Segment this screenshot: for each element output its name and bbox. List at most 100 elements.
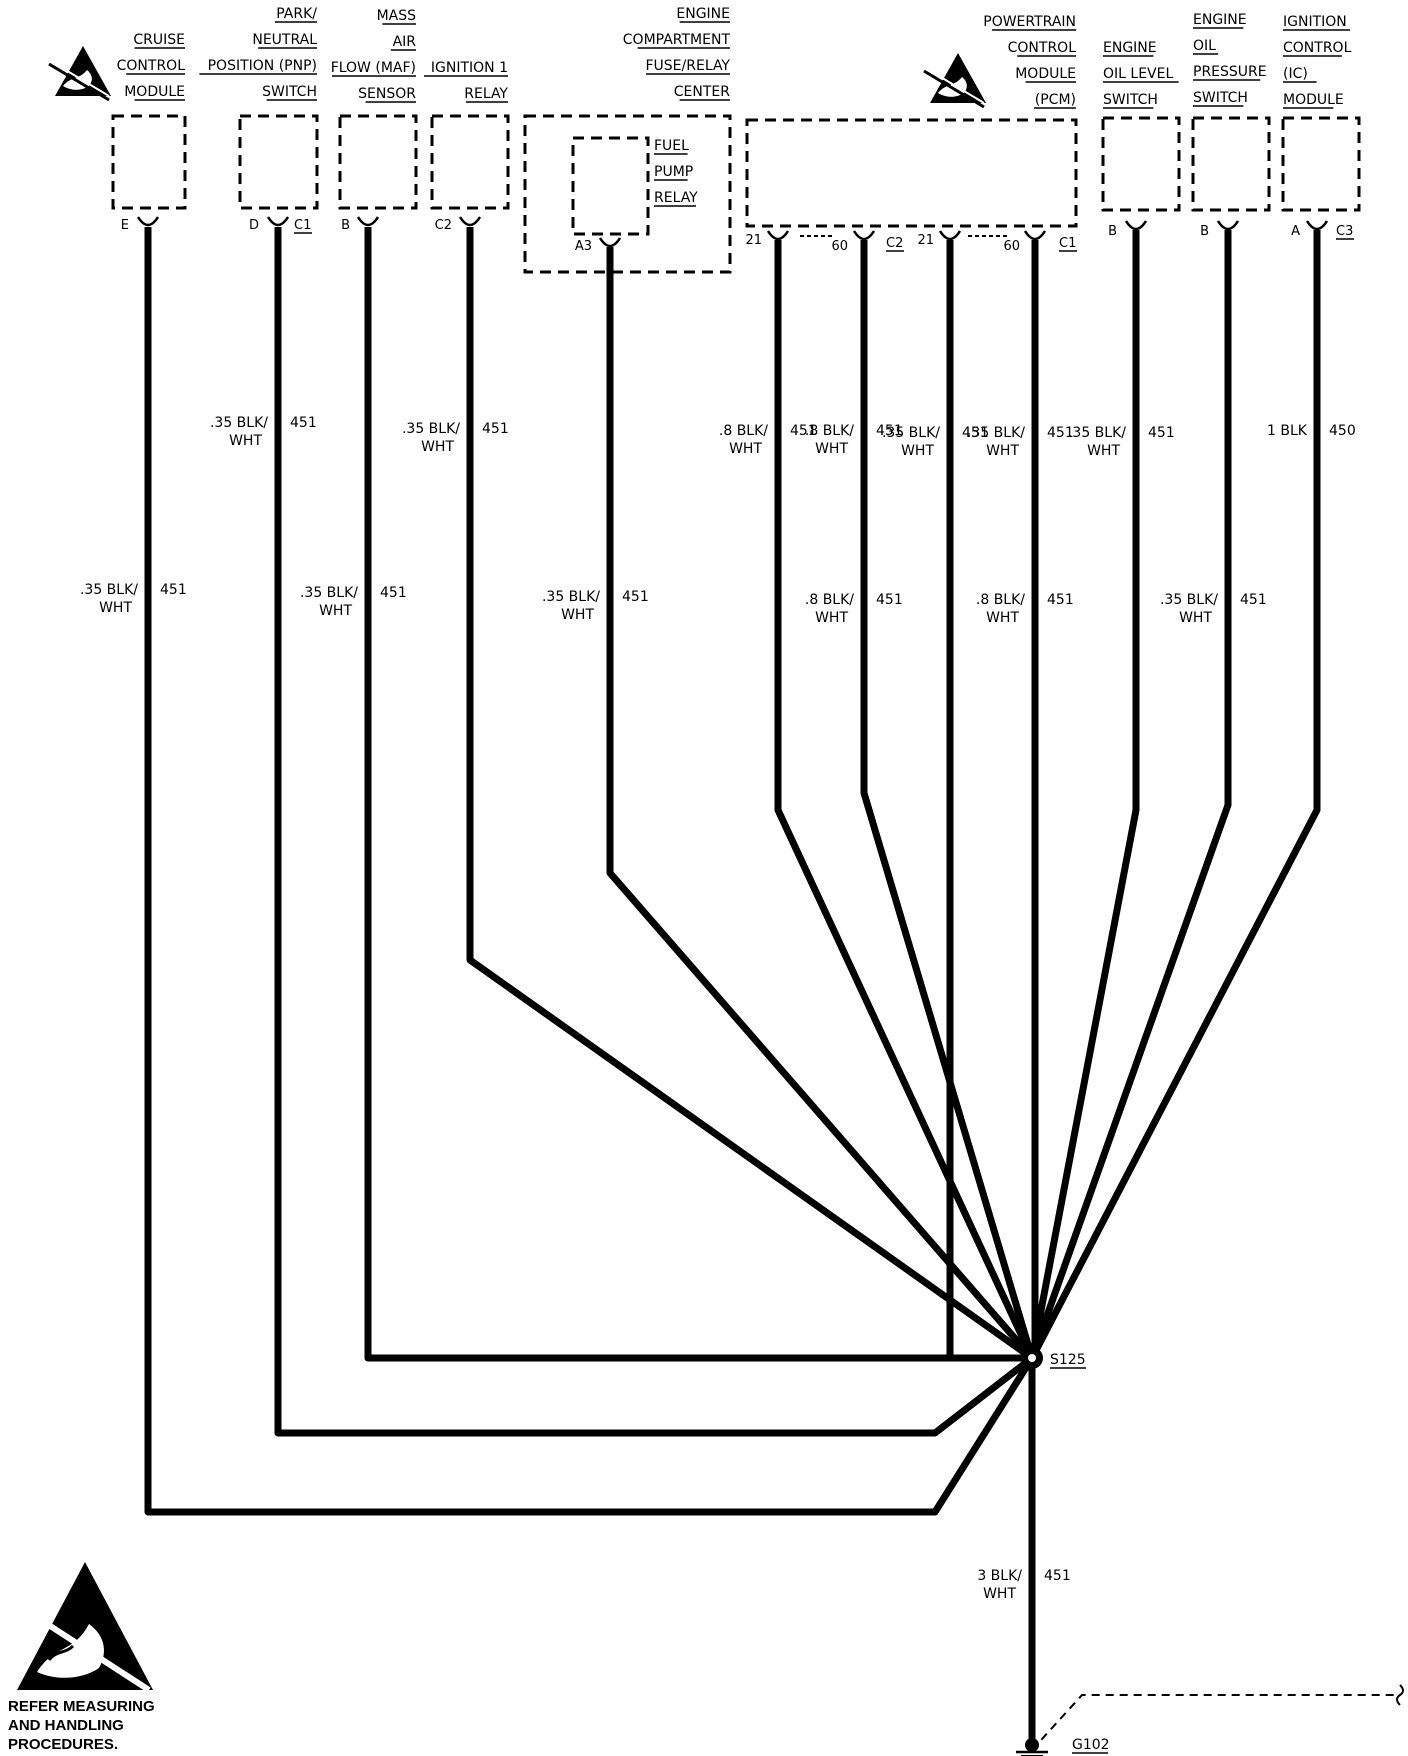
wire-color-label: WHT (729, 441, 762, 457)
esd-warning-icon (5, 1562, 153, 1693)
component-label-fuel-pump: FUEL (654, 138, 689, 154)
wire-color-label: WHT (901, 443, 934, 459)
maf-sensor-box (338, 114, 418, 210)
wire-gauge-label: .35 BLK/ (1160, 592, 1218, 608)
component-label-fuse_center: ENGINE (676, 6, 730, 22)
component-label-maf: SENSOR (358, 86, 416, 102)
connector-arc (266, 216, 290, 227)
component-label-pnp: PARK/ (276, 6, 317, 22)
wire-circuit-label: 450 (1329, 423, 1356, 439)
pin-label: C2 (435, 218, 452, 233)
esd-warning-icon (923, 53, 986, 109)
component-label-oil_press: SWITCH (1193, 90, 1248, 106)
icm-box (1281, 116, 1361, 212)
wire-circuit-label: 451 (1240, 592, 1267, 608)
wire-pcm-21a (774, 240, 1036, 1360)
wire-color-label: WHT (1087, 443, 1120, 459)
esd-note: REFER MEASURING AND HANDLING PROCEDURES. (8, 1697, 155, 1754)
wire-gauge-label: .35 BLK/ (882, 425, 940, 441)
component-label-oil_press: OIL (1193, 38, 1216, 54)
component-label-pcm: MODULE (1015, 66, 1076, 82)
pin-label: B (341, 218, 350, 233)
component-labels: CRUISECONTROLMODULEPARK/NEUTRALPOSITION … (117, 6, 1352, 207)
wire-gauge-label: .35 BLK/ (80, 582, 138, 598)
wire-circuit-label: 451 (1044, 1568, 1071, 1584)
pcm-box (745, 118, 1078, 228)
wire-circuit-label: 451 (790, 423, 817, 439)
wire-color-label: WHT (319, 603, 352, 619)
connector-arc (1305, 220, 1329, 231)
ground-symbol-icon (1016, 1738, 1048, 1756)
pin-label: E (121, 218, 129, 233)
component-label-cruise: CONTROL (117, 58, 186, 74)
component-label-oil_level: OIL LEVEL (1103, 66, 1173, 82)
wire-icm (1028, 230, 1321, 1360)
wire-gauge-label: .8 BLK/ (805, 423, 854, 439)
oil-pressure-switch-box (1191, 116, 1271, 212)
wire-fuel-pump (606, 247, 1035, 1361)
wire-gauge-label: .35 BLK/ (210, 415, 268, 431)
ground-shield-line (1031, 1694, 1396, 1751)
wire-color-label: WHT (815, 610, 848, 626)
connector-arc (356, 216, 380, 227)
wire-circuit-label: 451 (160, 582, 187, 598)
connector-arc (852, 230, 876, 241)
component-label-pnp: POSITION (PNP) (208, 58, 317, 74)
wire-color-label: WHT (815, 441, 848, 457)
pin-label: 21 (745, 233, 762, 248)
component-label-cruise: MODULE (124, 84, 185, 100)
pnp-switch-box (238, 114, 319, 210)
wire-ign1 (466, 227, 1035, 1361)
wire-color-label: WHT (561, 607, 594, 623)
wire-circuit-label: 451 (876, 592, 903, 608)
wire-pcm-60a (860, 240, 1036, 1359)
wire-color-label: WHT (229, 433, 262, 449)
esd-note-line: AND HANDLING (8, 1717, 124, 1734)
wire-maf (364, 227, 1032, 1362)
component-label-fuel-pump: RELAY (654, 190, 698, 206)
wire-color-label: WHT (1179, 610, 1212, 626)
component-label-oil_level: SWITCH (1103, 92, 1158, 108)
ignition-1-relay-box (430, 114, 510, 210)
esd-note-line: PROCEDURES. (8, 1736, 119, 1753)
wire-circuit-label: 451 (622, 589, 649, 605)
connector-arc (1216, 220, 1240, 231)
splice-dot-icon (1021, 1347, 1043, 1369)
fuel-pump-relay-box (571, 136, 650, 236)
component-label-icm: IGNITION (1283, 14, 1347, 30)
component-label-maf: MASS (377, 8, 417, 24)
pin-label: 60 (831, 239, 848, 254)
connector-arc (938, 230, 962, 241)
wire-circuit-label: 451 (380, 585, 407, 601)
wire-circuit-label: 451 (1148, 425, 1175, 441)
component-label-ign1: IGNITION 1 (431, 60, 508, 76)
component-label-icm: MODULE (1283, 92, 1344, 108)
component-label-oil_press: ENGINE (1193, 12, 1247, 28)
wire-color-label: WHT (986, 443, 1019, 459)
component-label-pcm: (PCM) (1035, 92, 1076, 108)
wire-circuit-label: 451 (962, 425, 989, 441)
wire-pcm-21b (946, 240, 1032, 1362)
wire-color-label: WHT (421, 439, 454, 455)
connector-label: C2 (886, 236, 903, 251)
component-label-maf: FLOW (MAF) (331, 60, 416, 76)
wire-oil-level (1028, 230, 1140, 1359)
component-label-pcm: CONTROL (1008, 40, 1077, 56)
wire-gauge-label: 3 BLK/ (977, 1568, 1022, 1584)
wire-color-label: WHT (986, 610, 1019, 626)
wire-gauge-label: 1 BLK (1267, 423, 1308, 439)
connector-arc (598, 237, 622, 248)
component-label-oil_level: ENGINE (1103, 40, 1157, 56)
wire-gauge-label: .35 BLK/ (1068, 425, 1126, 441)
wire-circuit-label: 451 (290, 415, 317, 431)
wire-circuit-label: 451 (482, 421, 509, 437)
wire-pnp (274, 227, 1035, 1437)
wire-gauge-label: .35 BLK/ (300, 585, 358, 601)
connector-arc (1124, 220, 1148, 231)
connector-arc (1023, 230, 1047, 241)
component-label-oil_press: PRESSURE (1193, 64, 1267, 80)
component-label-icm: (IC) (1283, 66, 1308, 82)
component-label-maf: AIR (393, 34, 417, 50)
